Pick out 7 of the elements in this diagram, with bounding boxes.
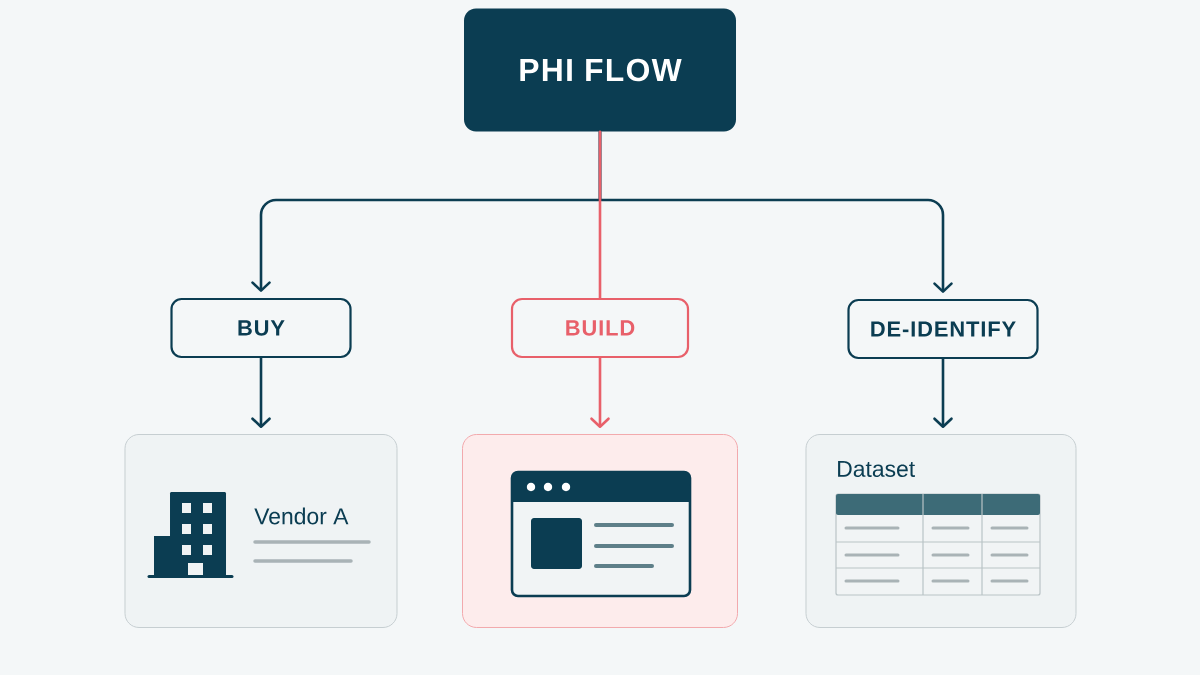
option-box: BUILD [510,297,690,359]
option-box: DE-IDENTIFY [847,298,1039,360]
arrow [590,356,610,428]
heading-box: PHI FLOW [464,8,736,132]
option-box: BUY [170,297,352,359]
arrow [933,357,953,428]
arrow [251,356,271,428]
